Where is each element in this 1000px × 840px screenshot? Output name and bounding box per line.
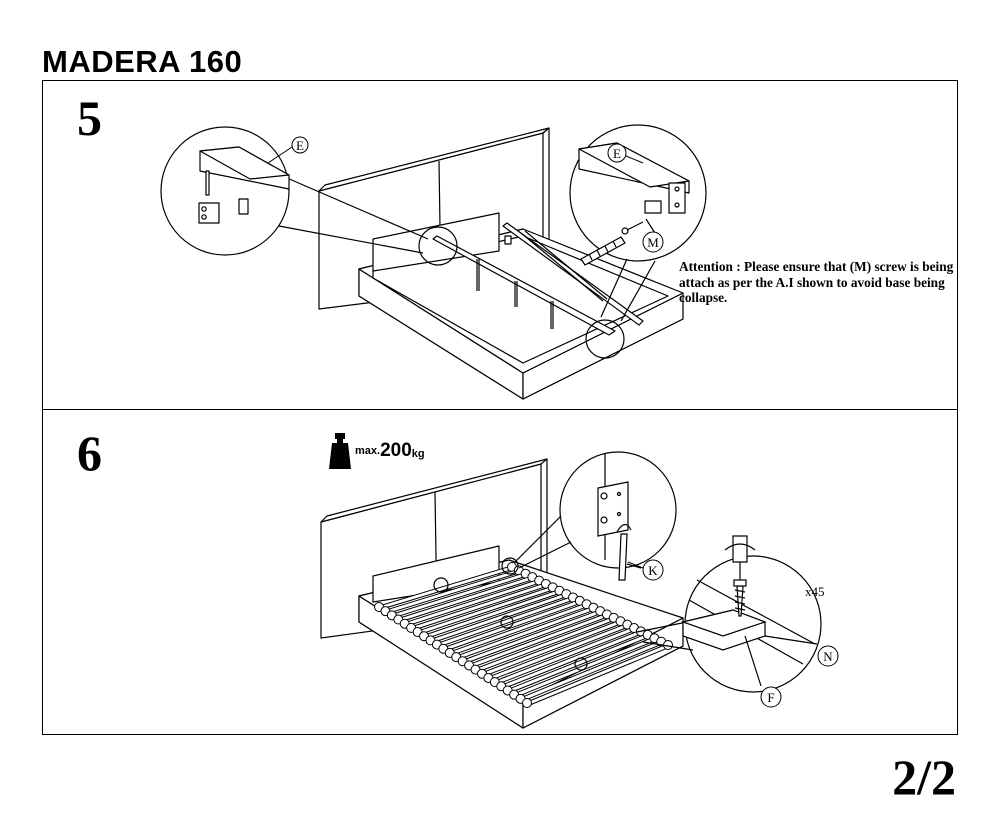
page-number: 2/2 (892, 749, 956, 805)
part-label-n: N (823, 649, 833, 664)
part-label-k: K (648, 563, 658, 578)
part-label-f: F (767, 690, 774, 705)
step-6-panel: 6 max. 200 kg (42, 409, 958, 735)
detail-circle-b (585, 319, 625, 359)
max-load-indicator: max. 200 kg (329, 432, 425, 470)
slat-holder (522, 698, 532, 708)
max-load-prefix: max. (355, 445, 381, 457)
part-label-e: E (613, 146, 621, 161)
step-number: 6 (77, 425, 102, 481)
max-load-value: 200 (380, 440, 412, 461)
quantity-label: x45 (805, 584, 825, 599)
max-load-unit: kg (411, 447, 425, 460)
detail-circle-a (418, 226, 458, 266)
step-6-illustration: K N F (320, 451, 839, 729)
step-5-panel: 5 (42, 80, 958, 410)
part-label-e: E (296, 138, 304, 153)
step-5-illustration: E E M (160, 124, 707, 400)
weight-icon (329, 433, 351, 469)
slat-group (374, 562, 673, 708)
part-label-m: M (647, 235, 659, 250)
attention-note: Attention : Please ensure that (M) screw… (679, 259, 954, 305)
step-number: 5 (77, 90, 102, 146)
document-title: MADERA 160 (42, 44, 243, 79)
zoom-detail-left (160, 126, 290, 256)
